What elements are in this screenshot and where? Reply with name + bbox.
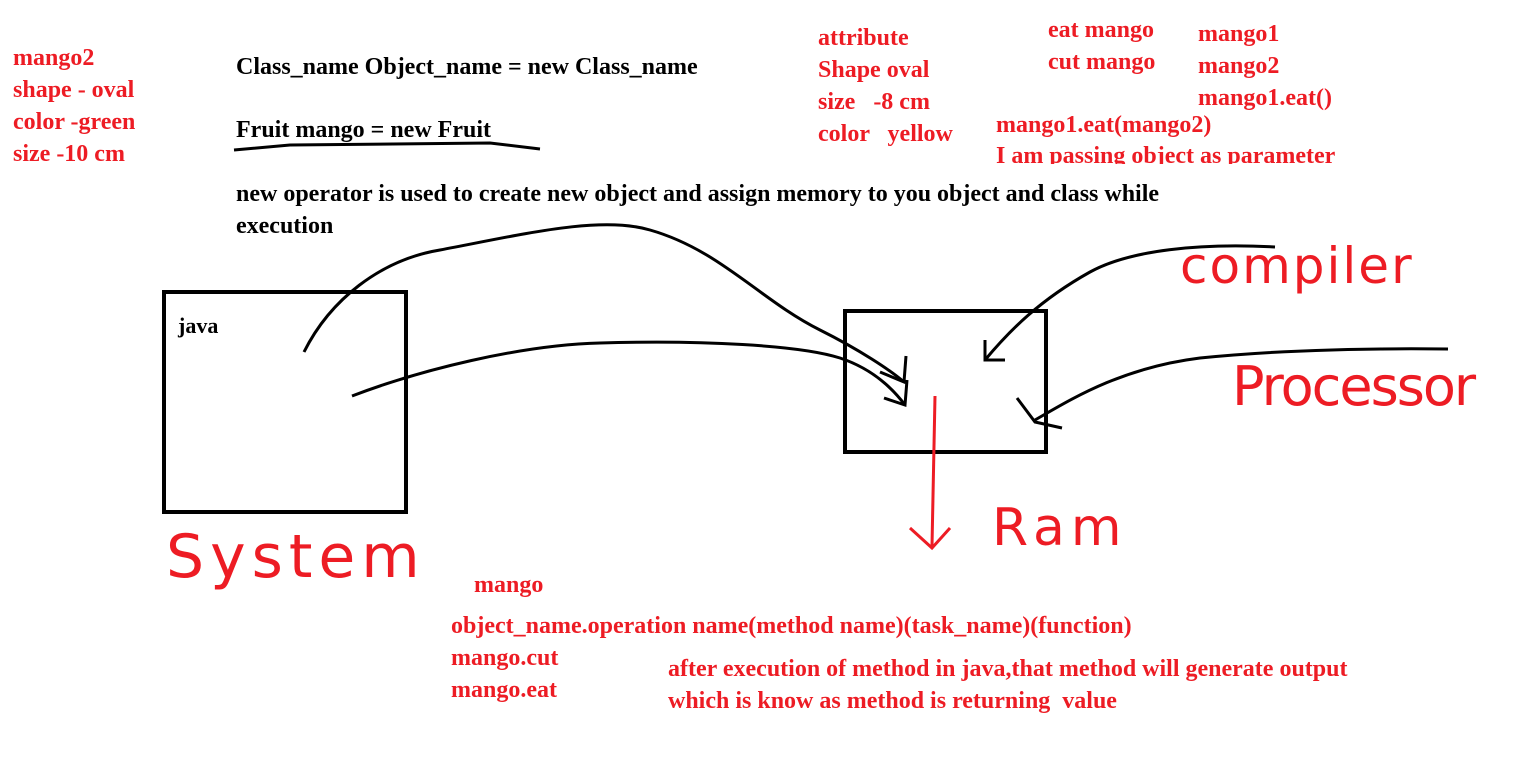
syntax-underline — [233, 141, 541, 152]
left-note-line-1: mango2 — [13, 45, 95, 71]
left-note-line-4: size -10 cm — [13, 141, 125, 167]
method-note-line-3: mango.eat — [451, 677, 557, 703]
left-note-line-3: color -green — [13, 109, 136, 135]
methods-line-1: eat mango — [1048, 17, 1154, 43]
ram-down-arrowhead — [908, 526, 952, 551]
return-note-line-2: which is know as method is returning val… — [668, 688, 1117, 714]
java-to-ram-arrow-upper — [302, 223, 905, 384]
system-label: System — [166, 522, 426, 592]
attribute-line-1: attribute — [818, 25, 909, 51]
syntax-line-2: Fruit mango = new Fruit — [236, 117, 491, 143]
lower-arrowhead — [883, 379, 909, 408]
attribute-line-2: Shape oval — [818, 57, 930, 83]
return-note-line-1: after execution of method in java,that m… — [668, 656, 1348, 682]
method-note-title: mango — [474, 572, 544, 598]
method-note-line-2: mango.cut — [451, 645, 559, 671]
ram-box — [843, 309, 1048, 454]
processor-arrowhead — [1015, 397, 1063, 430]
ram-label: Ram — [992, 498, 1128, 558]
compiler-label: compiler — [1180, 237, 1414, 295]
system-box — [162, 290, 408, 514]
upper-arrowhead — [879, 355, 908, 385]
objects-line-2: mango2 — [1198, 53, 1280, 79]
new-operator-line-2: execution — [236, 213, 334, 239]
objects-line-1: mango1 — [1198, 21, 1280, 47]
compiler-arrow — [983, 244, 1276, 361]
compiler-arrowhead — [983, 340, 1005, 362]
methods-line-2: cut mango — [1048, 49, 1156, 75]
left-note-line-2: shape - oval — [13, 77, 135, 103]
processor-label: Processor — [1232, 355, 1476, 418]
param-line-1: mango1.eat(mango2) — [996, 112, 1212, 138]
new-operator-line-1: new operator is used to create new objec… — [236, 181, 1160, 207]
attribute-line-3: size -8 cm — [818, 89, 930, 115]
param-line-2: I am passing object as parameter — [996, 143, 1336, 164]
objects-line-3: mango1.eat() — [1198, 85, 1332, 111]
ram-down-arrow — [930, 395, 937, 547]
java-box-label: java — [178, 313, 219, 338]
java-to-ram-arrow-lower — [351, 340, 907, 406]
processor-arrow — [1034, 347, 1449, 422]
syntax-line-1: Class_name Object_name = new Class_name — [236, 54, 698, 80]
attribute-line-4: color yellow — [818, 121, 953, 147]
method-note-line-1: object_name.operation name(method name)(… — [451, 613, 1132, 639]
